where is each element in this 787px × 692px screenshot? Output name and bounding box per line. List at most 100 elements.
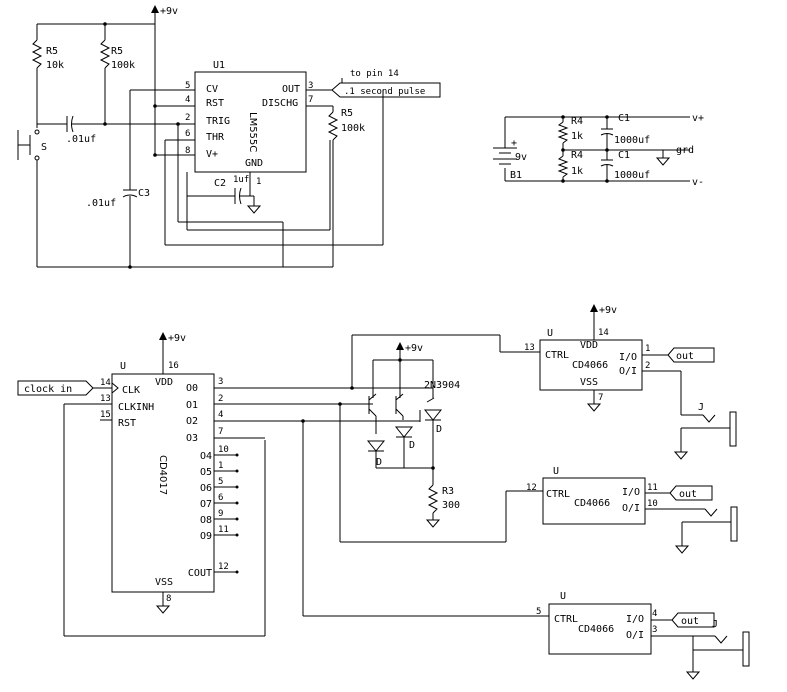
svg-text:J: J: [712, 619, 718, 630]
svg-text:300: 300: [442, 500, 460, 511]
push-switch: S: [17, 129, 47, 267]
out-flag: [669, 485, 713, 501]
svg-text:I/O: I/O: [622, 487, 640, 498]
svg-text:100k: 100k: [111, 60, 135, 71]
chip-lm555c: U1 CV RST TRIG THR V+ OUT DISCHG GND LM5…: [185, 60, 313, 187]
svg-text:2: 2: [185, 113, 190, 123]
chip-cd4017: [111, 373, 215, 593]
svg-text:7: 7: [308, 95, 313, 105]
svg-text:O1: O1: [186, 400, 198, 411]
supply-label-555: +9v: [160, 6, 178, 17]
svg-text:9v: 9v: [515, 152, 527, 163]
svg-text:O/I: O/I: [619, 366, 637, 377]
svg-text:1: 1: [256, 177, 261, 187]
supply-arrow-icon: [151, 5, 159, 13]
svg-text:.1 second pulse: .1 second pulse: [344, 87, 425, 97]
resistor-r5-right: R5 100k: [327, 108, 365, 267]
svg-text:C1: C1: [618, 150, 630, 161]
svg-text:R3: R3: [442, 486, 454, 497]
svg-text:RST: RST: [118, 418, 136, 429]
svg-text:O5: O5: [200, 467, 212, 478]
svg-text:VDD: VDD: [155, 377, 173, 388]
resistor-r5-10k: R5 10k: [31, 24, 64, 128]
ground-icon: [155, 605, 171, 614]
svg-text:9: 9: [218, 509, 223, 519]
svg-text:15: 15: [100, 410, 111, 420]
capacitor-c2: C2 1uf: [187, 172, 262, 214]
svg-text:O3: O3: [186, 433, 198, 444]
svg-text:O9: O9: [200, 531, 212, 542]
svg-text:U: U: [120, 361, 126, 372]
out-flag: [671, 612, 715, 628]
supply-arrow-icon: [159, 332, 167, 340]
svg-text:CTRL: CTRL: [554, 614, 578, 625]
svg-text:16: 16: [168, 361, 179, 371]
svg-text:3: 3: [218, 377, 223, 387]
svg-text:1k: 1k: [571, 166, 583, 177]
svg-text:1: 1: [645, 344, 650, 354]
ground-icon: [674, 545, 690, 554]
svg-text:2: 2: [645, 361, 650, 371]
transistor-q3: [303, 397, 435, 422]
svg-text:OUT: OUT: [282, 84, 300, 95]
svg-text:out: out: [681, 616, 699, 627]
audio-jack-2: [674, 506, 738, 554]
svg-text:1: 1: [218, 461, 223, 471]
supply-arrow-icon: [590, 304, 598, 312]
led-driver-section: +9v 2N3904: [301, 334, 549, 617]
capacitor-series: .01uf: [37, 115, 195, 145]
svg-text:8: 8: [166, 594, 171, 604]
switch-cd4066-1: +9v 14 U VDD VSS CTRL CD4066 I/O O/I 13 …: [524, 304, 737, 460]
ground-icon: [586, 403, 602, 412]
svg-text:VSS: VSS: [580, 377, 598, 388]
svg-text:grd: grd: [676, 145, 694, 156]
svg-text:D: D: [436, 424, 442, 435]
svg-text:I/O: I/O: [626, 614, 644, 625]
svg-text:+: +: [511, 138, 517, 149]
svg-text:R4: R4: [571, 150, 583, 161]
ground-icon: [655, 157, 671, 166]
svg-text:+9v: +9v: [168, 333, 186, 344]
output-flag-pulse: [331, 82, 441, 98]
svg-text:4: 4: [652, 609, 657, 619]
counter-output-pins: O0 O1 O2 O3 O4 O5 O6 O7 O8 O9 COUT 3 2 4…: [186, 377, 433, 579]
led-d3: D: [423, 409, 443, 485]
svg-text:R5: R5: [111, 46, 123, 57]
svg-text:CLKINH: CLKINH: [118, 402, 154, 413]
svg-text:THR: THR: [206, 132, 225, 143]
svg-text:CTRL: CTRL: [546, 489, 570, 500]
svg-text:out: out: [679, 489, 697, 500]
svg-text:U1: U1: [213, 60, 225, 71]
svg-text:10: 10: [218, 445, 229, 455]
resistor-r5-100k: R5 100k: [99, 24, 135, 124]
svg-text:CTRL: CTRL: [545, 350, 569, 361]
svg-text:LM555C: LM555C: [247, 112, 258, 152]
svg-text:U: U: [553, 466, 559, 477]
svg-text:8: 8: [185, 146, 190, 156]
transistor-q1: [368, 393, 377, 434]
svg-text:O0: O0: [186, 383, 198, 394]
svg-text:100k: 100k: [341, 123, 365, 134]
svg-text:7: 7: [218, 427, 223, 437]
svg-text:11: 11: [218, 525, 229, 535]
svg-text:.01uf: .01uf: [86, 198, 116, 209]
svg-text:O2: O2: [186, 416, 198, 427]
svg-text:U: U: [547, 328, 553, 339]
svg-text:R4: R4: [571, 116, 583, 127]
svg-text:clock in: clock in: [24, 384, 72, 395]
svg-text:to pin 14: to pin 14: [350, 69, 399, 79]
capacitor-c1-top: C1 1000uf: [600, 113, 650, 150]
svg-text:1000uf: 1000uf: [614, 170, 650, 181]
led-d1: D: [366, 440, 386, 468]
svg-text:C2: C2: [214, 178, 226, 189]
ground-icon: [673, 451, 689, 460]
svg-text:2N3904: 2N3904: [424, 380, 460, 391]
svg-text:O/I: O/I: [622, 503, 640, 514]
out-flag: [667, 347, 715, 363]
capacitor-c3: C3 .01uf: [86, 89, 195, 267]
svg-text:C3: C3: [138, 188, 150, 199]
svg-text:5: 5: [536, 607, 541, 617]
svg-text:5: 5: [218, 477, 223, 487]
svg-text:J: J: [698, 402, 704, 413]
